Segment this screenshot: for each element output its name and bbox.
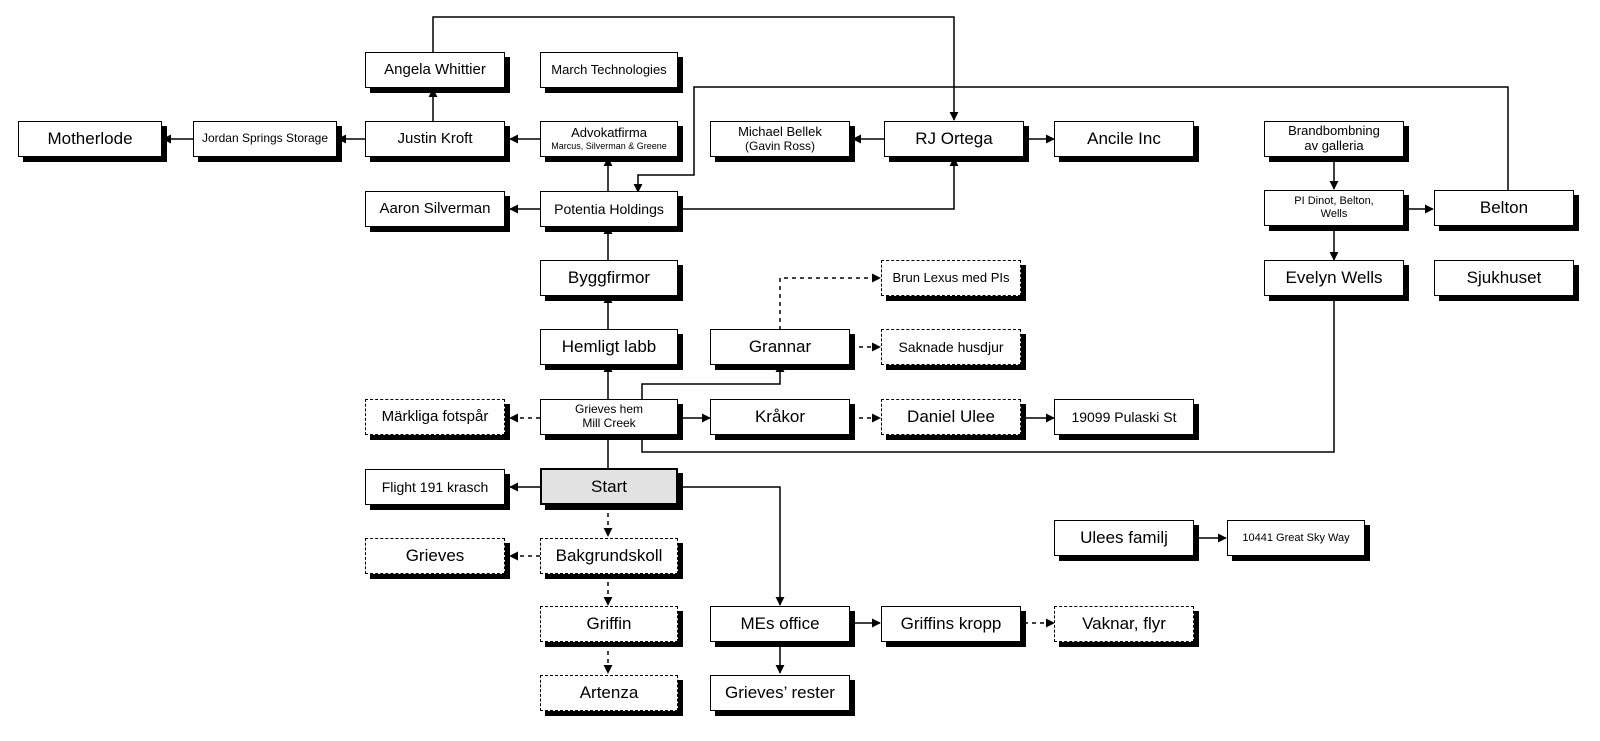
node-jordan-springs-storage[interactable]: Jordan Springs Storage bbox=[193, 121, 337, 157]
node-grieves-hem[interactable]: Grieves hem Mill Creek bbox=[540, 399, 678, 435]
node-sjukhuset[interactable]: Sjukhuset bbox=[1434, 260, 1574, 296]
node-pi-dinot-belton-wells[interactable]: PI Dinot, Belton, Wells bbox=[1264, 190, 1404, 226]
node-label: Aaron Silverman bbox=[379, 200, 491, 218]
node-evelyn-wells[interactable]: Evelyn Wells bbox=[1264, 260, 1404, 296]
edge-belton-potentia bbox=[633, 86, 1509, 193]
node-label: Griffins kropp bbox=[900, 614, 1002, 634]
node-label: Kråkor bbox=[754, 407, 806, 427]
node-label: Start bbox=[591, 476, 627, 496]
node-bakgrundskoll[interactable]: Bakgrundskoll bbox=[540, 538, 678, 574]
node-label: Potentia Holdings bbox=[554, 200, 664, 217]
edge-evelyn-hem bbox=[637, 296, 1335, 453]
node-label: Grieves’ rester bbox=[725, 683, 835, 703]
node-griffin[interactable]: Griffin bbox=[540, 606, 678, 642]
node-saknade-husdjur[interactable]: Saknade husdjur bbox=[881, 329, 1021, 365]
node-label: Märkliga fotspår bbox=[381, 408, 489, 426]
node-march-technologies[interactable]: March Technologies bbox=[540, 52, 678, 88]
edge-grannar-lexus bbox=[779, 273, 881, 330]
node-label: Ulees familj bbox=[1080, 528, 1168, 548]
node-aaron-silverman[interactable]: Aaron Silverman bbox=[365, 191, 505, 227]
node-label: Brandbombning bbox=[1288, 123, 1380, 139]
node-label: Belton bbox=[1479, 198, 1529, 218]
node-label: 19099 Pulaski St bbox=[1071, 408, 1177, 425]
node-ulees-familj[interactable]: Ulees familj bbox=[1054, 520, 1194, 556]
node-griffins-kropp[interactable]: Griffins kropp bbox=[881, 606, 1021, 642]
node-vaknar-flyr[interactable]: Vaknar, flyr bbox=[1054, 606, 1194, 642]
node-label: Grieves hem bbox=[574, 402, 644, 417]
node-label: Flight 191 krasch bbox=[381, 478, 489, 495]
node-krakor[interactable]: Kråkor bbox=[710, 399, 850, 435]
node-michael-bellek[interactable]: Michael Bellek (Gavin Ross) bbox=[710, 121, 850, 157]
node-label: Brun Lexus med PIs bbox=[892, 269, 1010, 285]
node-flight-191-krasch[interactable]: Flight 191 krasch bbox=[365, 469, 505, 505]
node-label: Jordan Springs Storage bbox=[201, 131, 329, 146]
edge-potentia-ortega bbox=[678, 157, 959, 210]
node-label: Saknade husdjur bbox=[898, 338, 1004, 355]
node-mes-office[interactable]: MEs office bbox=[710, 606, 850, 642]
node-belton[interactable]: Belton bbox=[1434, 190, 1574, 226]
node-label: Grannar bbox=[748, 337, 812, 357]
node-label: Byggfirmor bbox=[567, 268, 651, 288]
node-artenza[interactable]: Artenza bbox=[540, 675, 678, 711]
node-advokatfirma[interactable]: Advokatfirma Marcus, Silverman & Greene bbox=[540, 121, 678, 157]
node-label: Vaknar, flyr bbox=[1082, 614, 1166, 634]
node-grieves-rester[interactable]: Grieves’ rester bbox=[710, 675, 850, 711]
node-start[interactable]: Start bbox=[540, 468, 678, 505]
node-19099-pulaski-st[interactable]: 19099 Pulaski St bbox=[1054, 399, 1194, 435]
node-label: Evelyn Wells bbox=[1285, 268, 1383, 288]
node-label: Motherlode bbox=[47, 129, 133, 149]
node-label: MEs office bbox=[740, 614, 820, 634]
node-rj-ortega[interactable]: RJ Ortega bbox=[884, 121, 1024, 157]
node-label: 10441 Great Sky Way bbox=[1242, 531, 1350, 544]
node-hemligt-labb[interactable]: Hemligt labb bbox=[540, 329, 678, 365]
node-brun-lexus[interactable]: Brun Lexus med PIs bbox=[881, 260, 1021, 296]
node-sublabel: Wells bbox=[1320, 208, 1348, 220]
node-byggfirmor[interactable]: Byggfirmor bbox=[540, 260, 678, 296]
node-label: March Technologies bbox=[551, 61, 667, 77]
edge-angela-ortega bbox=[432, 16, 959, 121]
node-daniel-ulee[interactable]: Daniel Ulee bbox=[881, 399, 1021, 435]
node-10441-great-sky-way[interactable]: 10441 Great Sky Way bbox=[1227, 520, 1365, 556]
node-brandbombning[interactable]: Brandbombning av galleria bbox=[1264, 121, 1404, 157]
node-label: Grieves bbox=[405, 546, 465, 566]
node-justin-kroft[interactable]: Justin Kroft bbox=[365, 121, 505, 157]
node-angela-whittier[interactable]: Angela Whittier bbox=[365, 52, 505, 88]
edge-start-mes-office bbox=[678, 486, 785, 606]
node-label: Griffin bbox=[586, 614, 632, 634]
node-sublabel: Mill Creek bbox=[582, 416, 636, 430]
node-label: Daniel Ulee bbox=[907, 407, 995, 427]
node-sublabel: Marcus, Silverman & Greene bbox=[551, 141, 667, 152]
node-label: Sjukhuset bbox=[1466, 268, 1542, 288]
node-label: PI Dinot, Belton, bbox=[1294, 195, 1374, 208]
node-label: Ancile Inc bbox=[1087, 129, 1161, 149]
node-grannar[interactable]: Grannar bbox=[710, 329, 850, 365]
node-grieves[interactable]: Grieves bbox=[365, 538, 505, 574]
node-label: Michael Bellek bbox=[738, 123, 822, 139]
node-label: Bakgrundskoll bbox=[555, 546, 663, 566]
node-label: Artenza bbox=[579, 683, 639, 703]
node-motherlode[interactable]: Motherlode bbox=[18, 121, 162, 157]
node-label: Advokatfirma bbox=[571, 125, 647, 141]
node-potentia-holdings[interactable]: Potentia Holdings bbox=[540, 191, 678, 227]
node-markliga-fotspar[interactable]: Märkliga fotspår bbox=[365, 399, 505, 435]
node-label: RJ Ortega bbox=[915, 129, 993, 149]
node-ancile-inc[interactable]: Ancile Inc bbox=[1054, 121, 1194, 157]
edge-hem-grannar bbox=[641, 363, 785, 400]
node-sublabel: (Gavin Ross) bbox=[744, 138, 815, 153]
node-label: Hemligt labb bbox=[561, 337, 657, 357]
node-label: Angela Whittier bbox=[384, 61, 486, 79]
node-sublabel: av galleria bbox=[1304, 138, 1364, 153]
node-label: Justin Kroft bbox=[397, 130, 473, 148]
